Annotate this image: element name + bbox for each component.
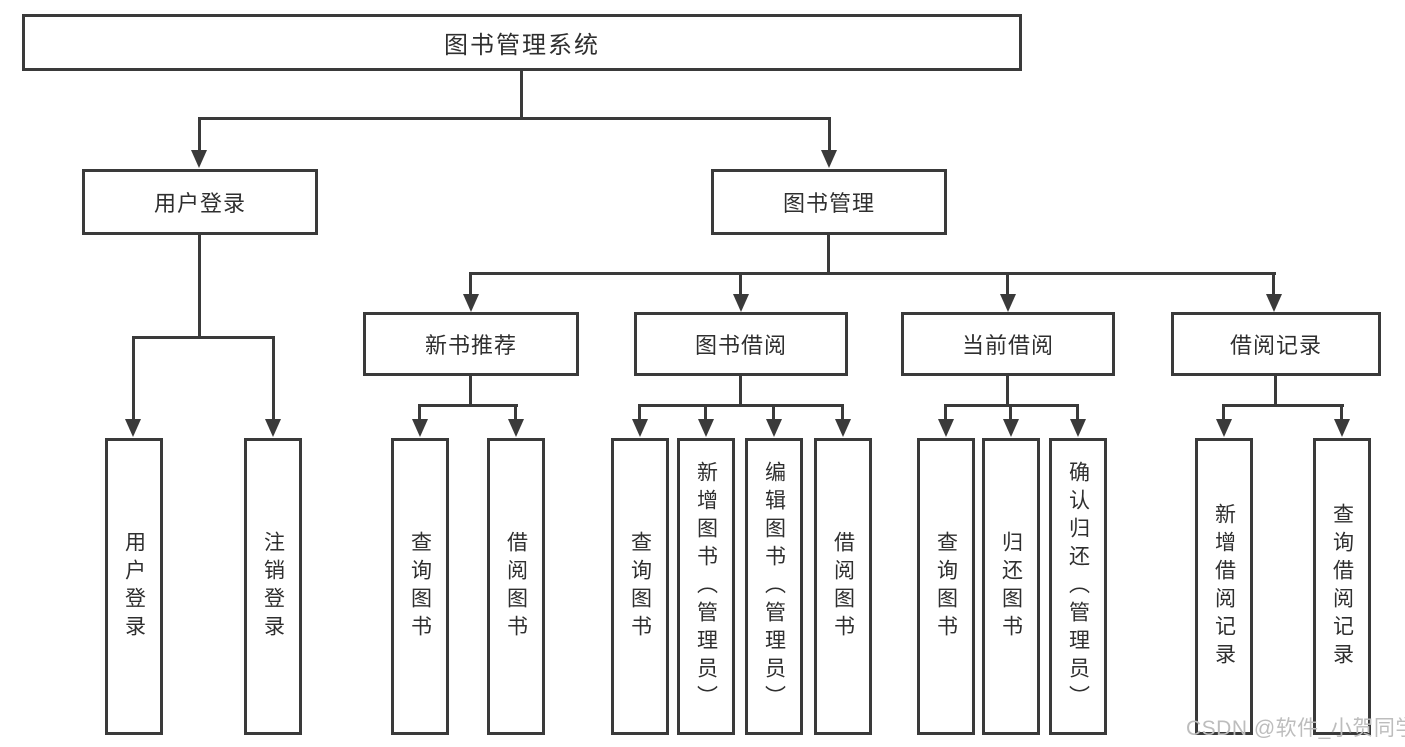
node-new-book-rec-label: 新书推荐 xyxy=(424,333,517,358)
connector-mgmt-branch xyxy=(470,272,1276,275)
leaf-rec-borrow-books: 借阅图书 xyxy=(487,438,545,735)
leaf-label: 确认归还（管理员） xyxy=(1066,460,1090,713)
arrow-down-icon xyxy=(412,419,428,437)
connector-to-borrow-records xyxy=(1272,272,1275,295)
arrow-down-icon xyxy=(1000,294,1016,312)
arrow-down-icon xyxy=(1334,419,1350,437)
connector-current-trunk xyxy=(1006,376,1009,404)
node-root-library-system: 图书管理系统 xyxy=(22,14,1022,71)
node-user-login-label: 用户登录 xyxy=(153,191,246,216)
connector-to-new-book-rec xyxy=(469,272,472,295)
arrow-down-icon xyxy=(766,419,782,437)
connector-to-borrow-leaf3 xyxy=(772,404,775,420)
connector-rec-trunk xyxy=(469,376,472,404)
node-root-label: 图书管理系统 xyxy=(444,32,600,59)
connector-root-trunk xyxy=(520,71,523,117)
connector-root-branch xyxy=(198,117,831,120)
arrow-down-icon xyxy=(938,419,954,437)
connector-to-user-login xyxy=(198,117,201,150)
leaf-label: 查询借阅记录 xyxy=(1330,502,1354,671)
arrow-down-icon xyxy=(698,419,714,437)
leaf-add-books-admin: 新增图书（管理员） xyxy=(677,438,735,735)
node-borrow-records-label: 借阅记录 xyxy=(1229,333,1322,358)
leaf-query-borrow-record: 查询借阅记录 xyxy=(1313,438,1371,735)
connector-to-book-borrow xyxy=(739,272,742,295)
leaf-label: 查询图书 xyxy=(408,530,432,643)
leaf-borrow-books: 借阅图书 xyxy=(814,438,872,735)
arrow-down-icon xyxy=(1216,419,1232,437)
arrow-down-icon xyxy=(463,294,479,312)
connector-to-rec-leaf2 xyxy=(514,404,517,420)
arrow-down-icon xyxy=(1070,419,1086,437)
arrow-down-icon xyxy=(508,419,524,437)
leaf-return-books: 归还图书 xyxy=(982,438,1040,735)
connector-to-records-leaf1 xyxy=(1222,404,1225,420)
arrow-down-icon xyxy=(632,419,648,437)
connector-to-current-leaf1 xyxy=(944,404,947,420)
connector-to-borrow-leaf2 xyxy=(704,404,707,420)
node-book-mgmt: 图书管理 xyxy=(711,169,947,235)
connector-to-book-mgmt xyxy=(828,117,831,150)
connector-to-current-borrow xyxy=(1006,272,1009,295)
leaf-label: 用户登录 xyxy=(122,530,146,643)
node-book-borrow-label: 图书借阅 xyxy=(694,333,787,358)
connector-records-branch xyxy=(1222,404,1344,407)
connector-mgmt-trunk xyxy=(827,235,830,272)
connector-to-current-leaf2 xyxy=(1009,404,1012,420)
connector-borrow-trunk xyxy=(739,376,742,404)
connector-login-branch xyxy=(132,336,275,339)
leaf-confirm-return-admin: 确认归还（管理员） xyxy=(1049,438,1107,735)
csdn-watermark: CSDN @软件_小贺同学 xyxy=(1186,717,1405,740)
connector-to-login-leaf1 xyxy=(132,336,135,420)
connector-login-trunk xyxy=(198,235,201,336)
leaf-label: 查询图书 xyxy=(628,530,652,643)
node-borrow-records: 借阅记录 xyxy=(1171,312,1381,376)
leaf-label: 查询图书 xyxy=(934,530,958,643)
leaf-rec-query-books: 查询图书 xyxy=(391,438,449,735)
arrow-down-icon xyxy=(191,150,207,168)
arrow-down-icon xyxy=(125,419,141,437)
connector-to-borrow-leaf1 xyxy=(638,404,641,420)
arrow-down-icon xyxy=(821,150,837,168)
connector-to-rec-leaf1 xyxy=(418,404,421,420)
node-book-mgmt-label: 图书管理 xyxy=(782,191,875,216)
leaf-label: 新增图书（管理员） xyxy=(694,460,718,713)
leaf-logout: 注销登录 xyxy=(244,438,302,735)
node-book-borrow: 图书借阅 xyxy=(634,312,848,376)
connector-to-login-leaf2 xyxy=(272,336,275,420)
node-current-borrow-label: 当前借阅 xyxy=(961,333,1054,358)
leaf-label: 归还图书 xyxy=(999,530,1023,643)
leaf-user-login: 用户登录 xyxy=(105,438,163,735)
arrow-down-icon xyxy=(1003,419,1019,437)
leaf-label: 新增借阅记录 xyxy=(1212,502,1236,671)
leaf-edit-books-admin: 编辑图书（管理员） xyxy=(745,438,803,735)
leaf-label: 借阅图书 xyxy=(504,530,528,643)
leaf-current-query-books: 查询图书 xyxy=(917,438,975,735)
arrow-down-icon xyxy=(265,419,281,437)
connector-to-borrow-leaf4 xyxy=(841,404,844,420)
leaf-borrow-query-books: 查询图书 xyxy=(611,438,669,735)
leaf-label: 编辑图书（管理员） xyxy=(762,460,786,713)
connector-borrow-branch xyxy=(638,404,842,407)
arrow-down-icon xyxy=(733,294,749,312)
node-user-login: 用户登录 xyxy=(82,169,318,235)
node-current-borrow: 当前借阅 xyxy=(901,312,1115,376)
leaf-label: 注销登录 xyxy=(261,530,285,643)
connector-to-current-leaf3 xyxy=(1076,404,1079,420)
leaf-label: 借阅图书 xyxy=(831,530,855,643)
arrow-down-icon xyxy=(1266,294,1282,312)
connector-rec-branch xyxy=(418,404,518,407)
connector-to-records-leaf2 xyxy=(1340,404,1343,420)
arrow-down-icon xyxy=(835,419,851,437)
node-new-book-rec: 新书推荐 xyxy=(363,312,579,376)
leaf-add-borrow-record: 新增借阅记录 xyxy=(1195,438,1253,735)
connector-records-trunk xyxy=(1274,376,1277,404)
